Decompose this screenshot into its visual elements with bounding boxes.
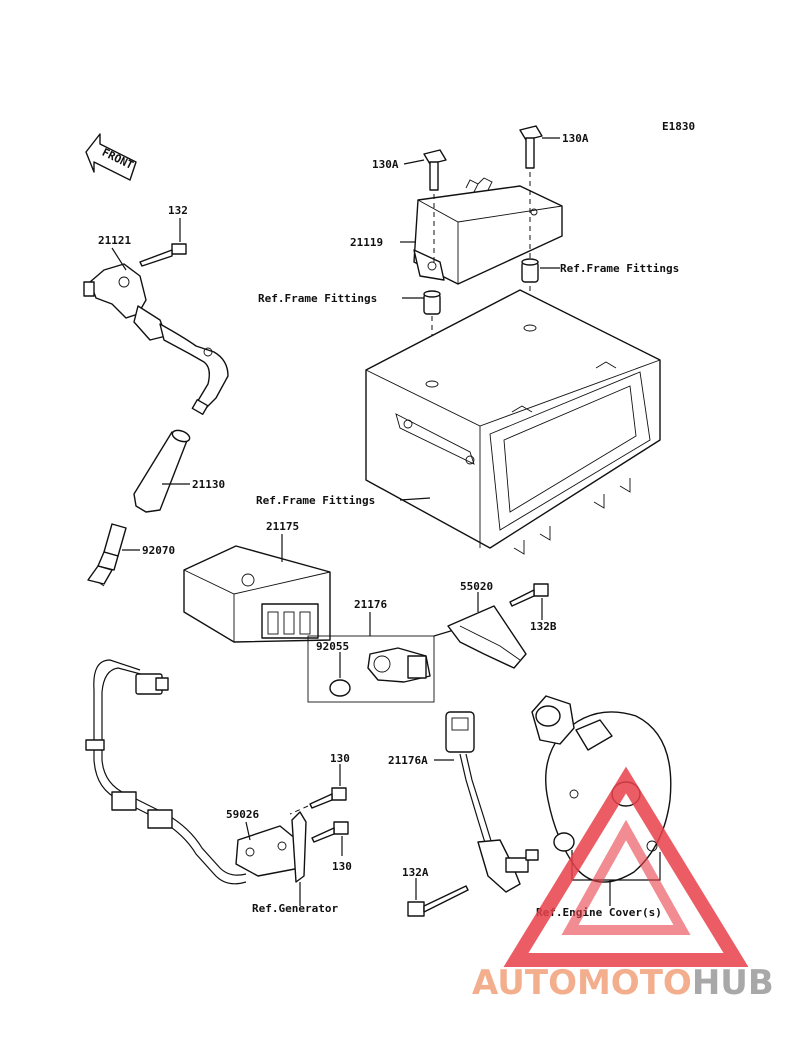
watermark-logo: AUTOMOTOHUB	[472, 766, 774, 1003]
bolt-132b	[509, 583, 549, 607]
sensor-21176a	[445, 711, 539, 893]
regulator-21119	[413, 177, 563, 285]
bolt-130a-left	[423, 149, 447, 191]
svg-text:AUTOMOTOHUB: AUTOMOTOHUB	[472, 963, 774, 1003]
o-ring-engine-cover	[553, 832, 575, 852]
label-130a-right: 130A	[562, 132, 589, 145]
bracket-55020	[447, 605, 527, 669]
label-92070: 92070	[142, 544, 175, 557]
plug-cap-21130	[133, 429, 191, 513]
front-arrow-icon: FRONT	[85, 133, 137, 181]
stator-wiring-harness	[85, 659, 247, 885]
o-ring-92055	[329, 679, 351, 697]
label-130a-left: 130A	[372, 158, 399, 171]
label-59026: 59026	[226, 808, 259, 821]
igniter-21175	[183, 545, 331, 643]
engine-cover	[531, 695, 672, 883]
label-92055: 92055	[316, 640, 349, 653]
label-130-top: 130	[330, 752, 350, 765]
label-ref-frame-3: Ref.Frame Fittings	[256, 494, 375, 507]
grommet-left	[423, 290, 441, 315]
watermark-text-hub: HUB	[692, 963, 774, 1003]
label-ref-generator: Ref.Generator	[252, 902, 338, 915]
diagram-code: E1830	[662, 120, 695, 133]
label-55020: 55020	[460, 580, 493, 593]
label-21176a: 21176A	[388, 754, 428, 767]
bolt-132a	[407, 885, 469, 917]
label-21119: 21119	[350, 236, 383, 249]
pickup-coil-box	[307, 635, 435, 703]
pickup-coil-21176	[367, 647, 431, 683]
label-21121: 21121	[98, 234, 131, 247]
grommet-59026	[235, 825, 303, 877]
label-21175: 21175	[266, 520, 299, 533]
spark-plug-92070	[87, 523, 127, 587]
battery-case	[365, 289, 661, 555]
grommet-right	[521, 258, 539, 283]
bolt-130-top	[309, 787, 347, 809]
bolt-130a-right	[519, 125, 543, 169]
ignition-coil	[83, 263, 229, 416]
label-ref-engine-cover: Ref.Engine Cover(s)	[536, 906, 662, 919]
bolt-130-bottom	[311, 821, 349, 843]
label-132b: 132B	[530, 620, 557, 633]
bolt-132	[139, 243, 187, 267]
label-21130: 21130	[192, 478, 225, 491]
label-132a: 132A	[402, 866, 429, 879]
label-132: 132	[168, 204, 188, 217]
generator-bracket	[291, 811, 307, 883]
label-ref-frame-1: Ref.Frame Fittings	[560, 262, 679, 275]
label-130-bottom: 130	[332, 860, 352, 873]
watermark-text-auto: AUTOMOTO	[472, 963, 692, 1003]
label-ref-frame-2: Ref.Frame Fittings	[258, 292, 377, 305]
label-21176: 21176	[354, 598, 387, 611]
